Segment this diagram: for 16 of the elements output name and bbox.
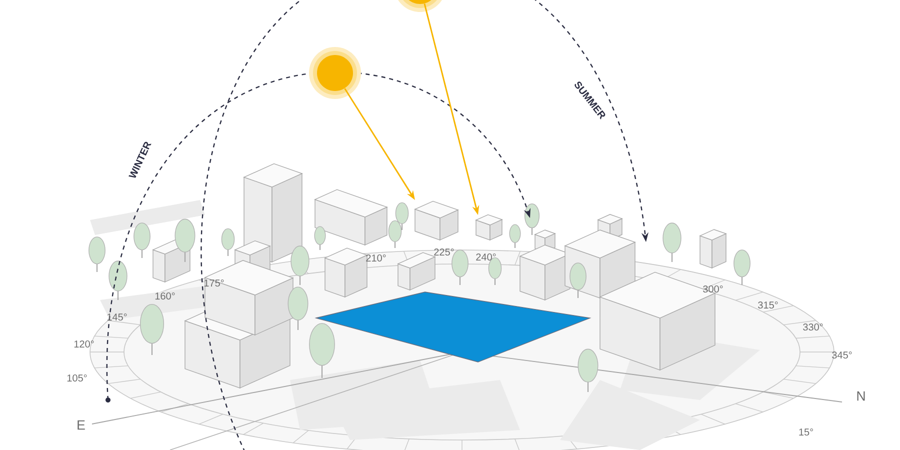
degree-label: 175° — [204, 279, 224, 287]
degree-label: 315° — [758, 301, 778, 309]
compass-direction-label: E — [78, 420, 85, 430]
sun-icon — [309, 47, 361, 99]
degree-label: 105° — [67, 374, 87, 382]
degree-label: 240° — [476, 253, 496, 261]
degree-label: 330° — [803, 323, 823, 331]
degree-label: 210° — [366, 254, 386, 262]
compass-direction-label: N — [857, 391, 865, 401]
degree-label: 120° — [74, 340, 94, 348]
degree-label: 225° — [434, 248, 454, 256]
degree-label: 15° — [799, 428, 813, 436]
degree-label: 145° — [107, 313, 127, 321]
degree-label: 300° — [703, 285, 723, 293]
degree-label: 345° — [832, 351, 852, 359]
degree-label: 160° — [155, 292, 175, 300]
